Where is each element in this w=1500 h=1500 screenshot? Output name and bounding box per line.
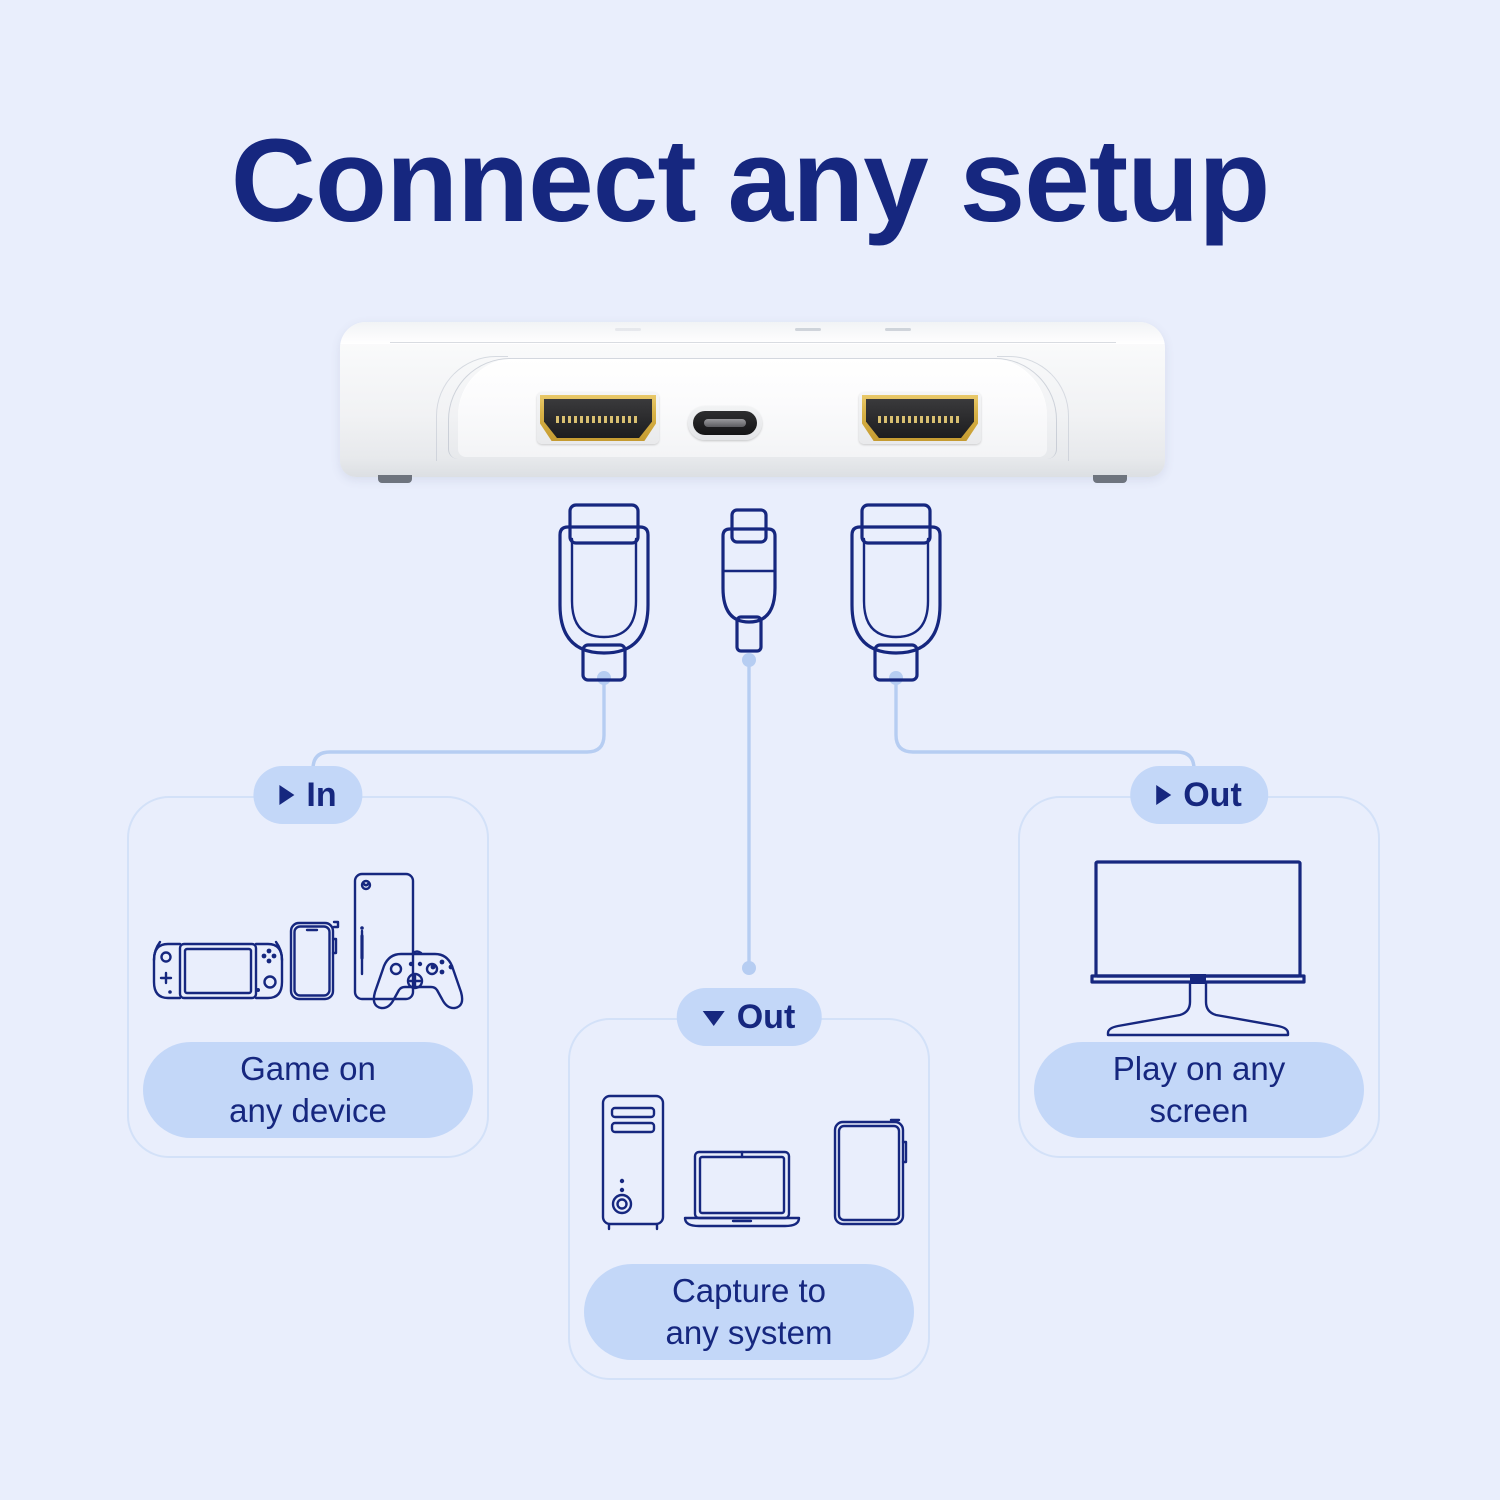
- usb-c-port-tongue: [704, 419, 746, 427]
- hdmi-port-cavity: [866, 399, 974, 438]
- tablet-icon: [833, 1118, 908, 1226]
- device-top-marking-2: [885, 328, 911, 331]
- card-in[interactable]: In Game on any device: [127, 766, 489, 1158]
- triangle-right-icon: [279, 785, 295, 805]
- hdmi-port-pins: [556, 416, 640, 423]
- smartphone-icon: [289, 920, 340, 1001]
- usb-c-plug-middle-icon: [721, 508, 777, 653]
- laptop-icon: [683, 1150, 801, 1228]
- card-capture[interactable]: Out Capture to any system: [568, 988, 930, 1380]
- wire-endpoint-dot: [597, 671, 611, 685]
- desktop-tower-icon: [601, 1094, 665, 1231]
- badge-in: In: [253, 766, 363, 824]
- device-top-marking-3: [615, 328, 641, 331]
- caption-in: Game on any device: [143, 1042, 473, 1138]
- wire-endpoint-dot: [742, 653, 756, 667]
- triangle-right-icon: [1156, 785, 1172, 805]
- hdmi-plug-left-icon: [558, 503, 650, 682]
- badge-out: Out: [1130, 766, 1268, 824]
- device-top-surface: [340, 322, 1165, 344]
- game-console-icon: [353, 872, 415, 1001]
- wire-endpoint-dot: [742, 961, 756, 975]
- usb-c-port: [688, 406, 762, 440]
- capture-card-device: [340, 322, 1165, 483]
- usb-c-port-cavity: [693, 411, 757, 435]
- handheld-console-icon: [152, 940, 284, 1000]
- hdmi-in-port: [537, 392, 659, 444]
- badge-out-label: Out: [1183, 775, 1242, 814]
- caption-out: Play on any screen: [1034, 1042, 1364, 1138]
- hdmi-out-port: [859, 392, 981, 444]
- monitor-icon: [1090, 860, 1306, 1037]
- device-top-marking-1: [795, 328, 821, 331]
- device-foot-left: [378, 475, 412, 483]
- card-out[interactable]: Out Play on any screen: [1018, 766, 1380, 1158]
- triangle-down-icon: [702, 1011, 725, 1026]
- device-foot-right: [1093, 475, 1127, 483]
- hdmi-plug-right-icon: [850, 503, 942, 682]
- caption-capture: Capture to any system: [584, 1264, 914, 1360]
- hdmi-port-pins: [878, 416, 962, 423]
- page-title: Connect any setup: [230, 115, 1271, 247]
- badge-in-label: In: [306, 775, 337, 814]
- badge-capture: Out: [676, 988, 822, 1046]
- wire-middle-to-capture-card: [742, 653, 756, 975]
- badge-capture-label: Out: [736, 997, 796, 1036]
- device-top-seam: [389, 342, 1116, 343]
- hdmi-port-cavity: [544, 399, 652, 438]
- wire-endpoint-dot: [889, 671, 903, 685]
- device-body: [340, 322, 1165, 477]
- game-controller-icon: [372, 950, 464, 1010]
